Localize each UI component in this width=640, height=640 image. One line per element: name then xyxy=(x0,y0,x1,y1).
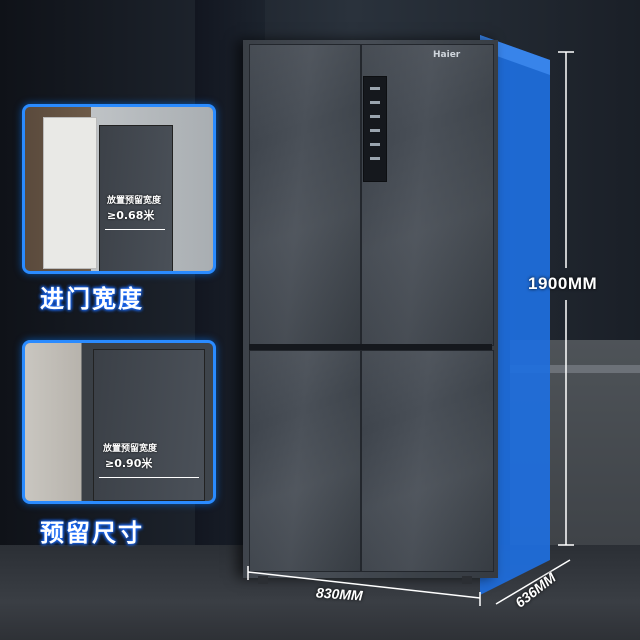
door-top-left xyxy=(249,44,361,346)
width-arrow xyxy=(105,229,165,230)
width-dimension: 830MM xyxy=(315,584,364,604)
fridge-foot xyxy=(258,576,268,584)
brand-logo: Haier xyxy=(433,50,461,60)
kitchen-counter xyxy=(510,365,640,373)
fridge-in-niche xyxy=(93,349,205,501)
reserved-width-value: ≥0.90米 xyxy=(105,457,153,470)
door-bottom-left xyxy=(249,350,361,572)
fridge-through-door xyxy=(99,125,173,271)
entry-width-label: 放置预留宽度 xyxy=(107,196,162,206)
reserved-size-caption: 预留尺寸 xyxy=(40,519,144,547)
door-gap xyxy=(249,344,492,350)
open-door xyxy=(43,117,97,269)
entry-width-value: ≥0.68米 xyxy=(107,209,155,222)
entry-width-card: 放置预留宽度 ≥0.68米 xyxy=(22,104,216,274)
reserved-size-card: 放置预留宽度 ≥0.90米 xyxy=(22,340,216,504)
reserved-width-label: 放置预留宽度 xyxy=(103,444,158,454)
control-display xyxy=(363,76,387,182)
width-arrow xyxy=(99,477,199,478)
fridge: Haier xyxy=(243,40,498,578)
door-bottom-right xyxy=(361,350,494,572)
height-dimension: 1900MM xyxy=(528,274,598,293)
fridge-foot xyxy=(462,576,472,584)
entry-width-caption: 进门宽度 xyxy=(40,285,144,313)
